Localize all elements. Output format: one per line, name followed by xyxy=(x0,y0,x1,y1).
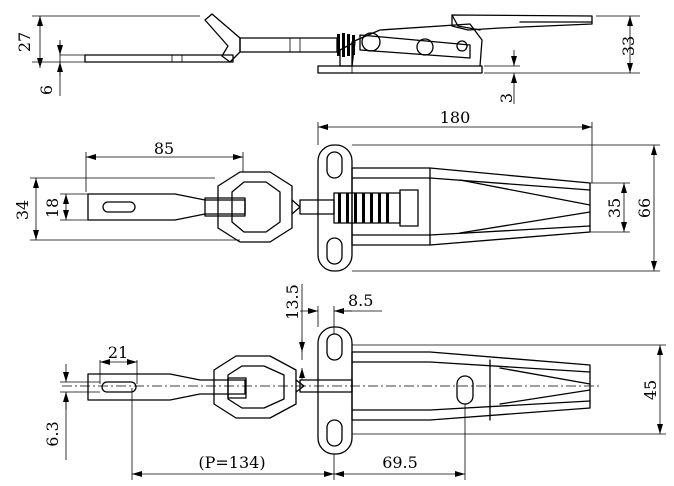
bottom-yoke xyxy=(213,355,297,419)
bottom-housing xyxy=(351,351,591,421)
bottom-yoke-inner xyxy=(227,365,285,409)
dim-13-5: 13.5 xyxy=(283,284,302,320)
bottom-mount-slot-upper xyxy=(326,333,343,361)
top-mount-slot-upper xyxy=(326,151,343,179)
top-strike-block xyxy=(204,197,246,217)
side-spring xyxy=(337,33,355,57)
dim-33: 33 xyxy=(619,36,638,56)
top-spring xyxy=(333,192,401,224)
bottom-handle-taper xyxy=(499,367,591,405)
bottom-housing-rail1 xyxy=(351,361,591,373)
bottom-mount-slot-lower xyxy=(326,419,343,447)
top-yoke-tip xyxy=(291,199,301,215)
side-rod xyxy=(239,37,338,53)
dim-6: 6 xyxy=(37,85,56,95)
dim-180: 180 xyxy=(440,108,471,127)
bottom-rod xyxy=(299,379,353,393)
bottom-mount-plate xyxy=(317,326,353,455)
dim-18: 18 xyxy=(43,198,62,218)
dim-35: 35 xyxy=(605,198,624,218)
side-handle-lever xyxy=(451,14,593,31)
side-handle-edge xyxy=(451,14,481,31)
dim-27: 27 xyxy=(15,32,34,52)
bottom-strike-plate xyxy=(87,373,246,401)
top-mount-slot-lower xyxy=(326,237,343,265)
dim-66: 66 xyxy=(635,198,654,218)
top-strike-slot xyxy=(102,201,136,213)
bottom-housing-rail2 xyxy=(351,400,591,411)
top-housing-rail2 xyxy=(351,225,591,236)
bottom-strike-block xyxy=(227,377,247,399)
side-pivot-right xyxy=(456,40,468,52)
bottom-housing-slot xyxy=(456,375,474,405)
side-link xyxy=(359,34,471,59)
bottom-strike-slot xyxy=(101,381,137,393)
side-hook-arm xyxy=(204,13,241,63)
dim-85: 85 xyxy=(154,139,174,158)
top-block xyxy=(399,189,419,227)
dim-45: 45 xyxy=(641,380,660,400)
top-rod xyxy=(299,199,335,215)
bottom-yoke-tip xyxy=(295,379,305,393)
side-view: 27 6 33 3 xyxy=(15,13,640,104)
top-yoke-inner xyxy=(231,181,281,233)
side-strike-bar xyxy=(84,54,234,63)
dim-p-134: (P=134) xyxy=(198,453,265,472)
dim-3: 3 xyxy=(497,93,516,103)
top-yoke xyxy=(217,171,293,243)
side-base-plate xyxy=(317,65,483,74)
dim-21: 21 xyxy=(108,343,128,362)
side-pivot-mid xyxy=(416,38,434,56)
dim-8-5: 8.5 xyxy=(348,291,373,310)
top-handle-taper xyxy=(459,179,591,234)
dim-34: 34 xyxy=(13,200,32,220)
top-view: 85 180 34 18 35 66 xyxy=(13,108,660,272)
dim-6-3: 6.3 xyxy=(43,421,62,446)
bottom-view: 13.5 8.5 21 6.3 45 (P=134) 69.5 xyxy=(43,284,666,480)
dim-69-5: 69.5 xyxy=(382,453,418,472)
side-pivot-left xyxy=(361,32,381,52)
